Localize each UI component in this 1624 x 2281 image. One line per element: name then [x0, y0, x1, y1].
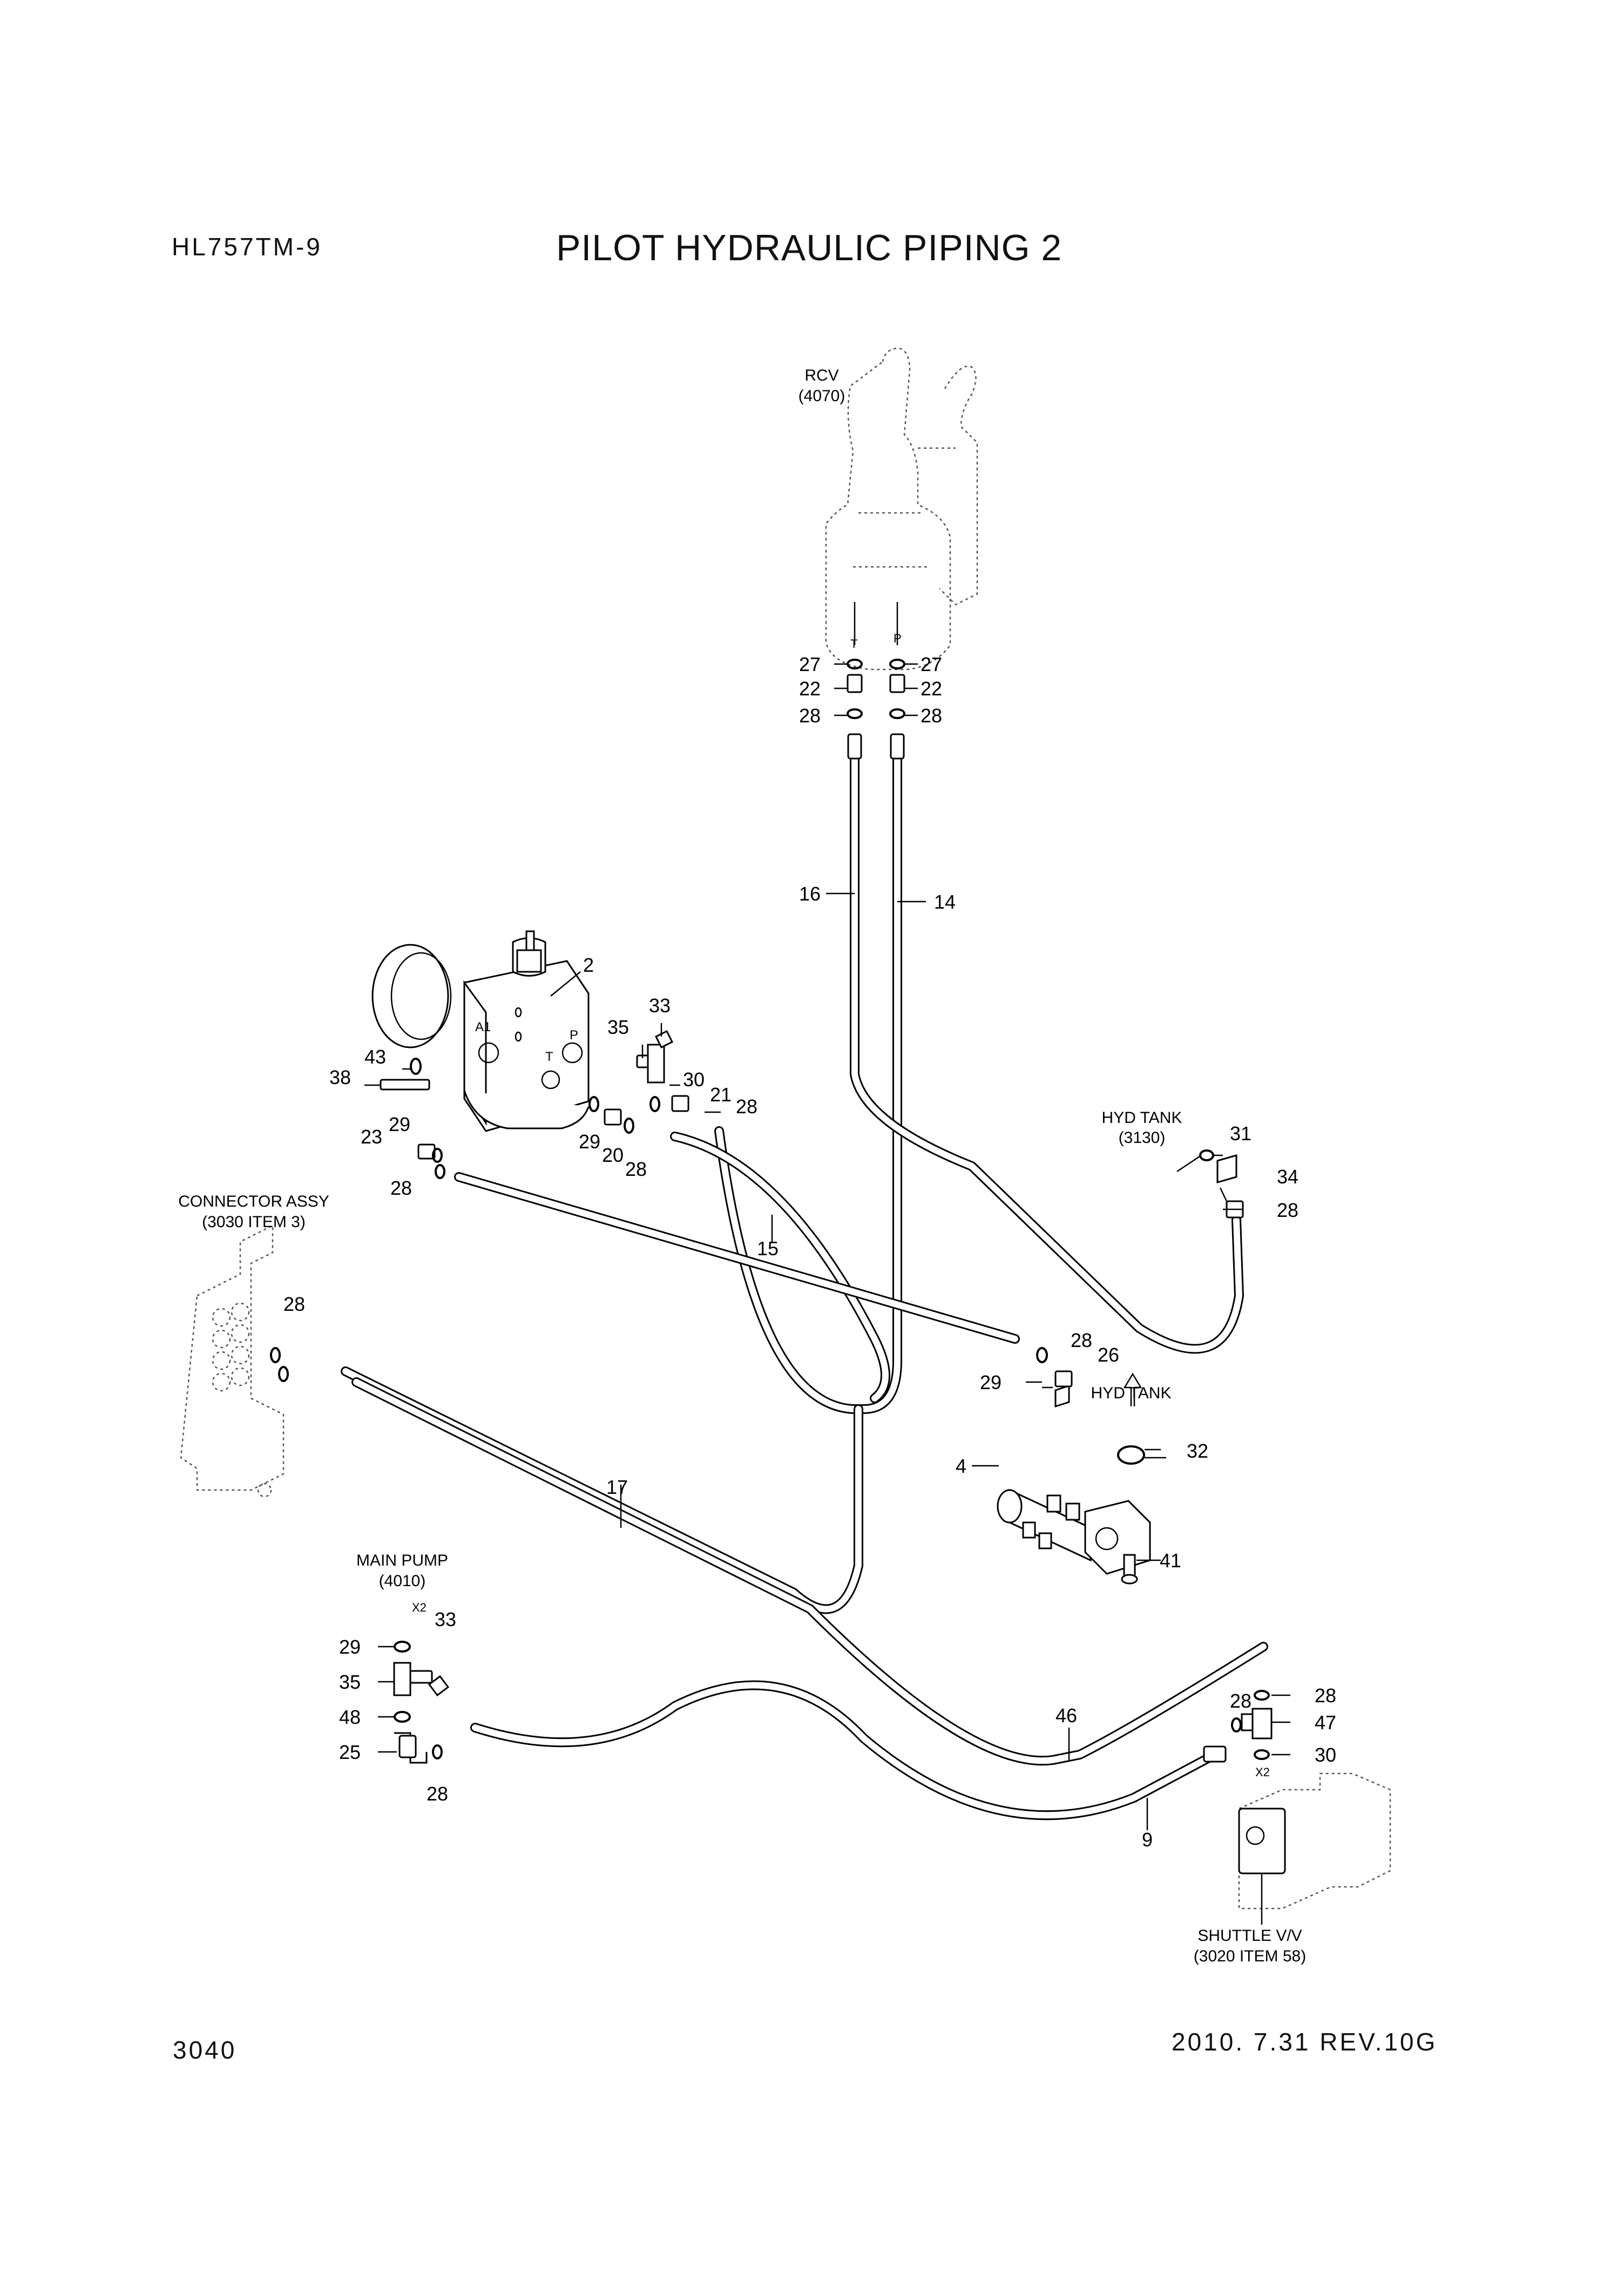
pilot-valve-block: [371, 930, 590, 1132]
callout-22-p: 22: [921, 678, 942, 700]
shuttle-valve-drawing: [1238, 1772, 1391, 1925]
connector-assy-label: CONNECTOR ASSY: [178, 1193, 329, 1210]
callout-34: 34: [1277, 1166, 1298, 1188]
rcv-label: RCV: [804, 367, 838, 384]
pump-port-x2: X2: [412, 1601, 427, 1614]
callout-23: 23: [361, 1126, 382, 1148]
callout-29-pump: 29: [339, 1636, 361, 1658]
callout-47: 47: [1315, 1711, 1336, 1734]
callout-41: 41: [1160, 1549, 1181, 1572]
hyd-tank-label: HYD TANK: [1102, 1109, 1182, 1127]
callout-31: 31: [1230, 1122, 1251, 1145]
rcv-port-t: T: [850, 637, 857, 651]
callout-4: 4: [956, 1455, 966, 1477]
callout-22-t: 22: [799, 678, 821, 700]
page-title: PILOT HYDRAULIC PIPING 2: [556, 227, 1063, 268]
callout-21: 21: [710, 1084, 732, 1106]
shuttle-label: SHUTTLE V/V: [1197, 1927, 1302, 1945]
callout-28-valve-a: 28: [736, 1095, 757, 1118]
callout-20: 20: [602, 1144, 624, 1166]
main-pump-ref: (4010): [379, 1572, 426, 1590]
tank-manifold-block: [997, 1372, 1151, 1585]
page-number: 3040: [173, 2036, 237, 2064]
valve-port-t: T: [545, 1050, 553, 1064]
callout-28-valve-c: 28: [390, 1177, 412, 1199]
callout-14: 14: [934, 891, 956, 913]
callout-numbers: 27 22 28 27 22 28 16 14 2 33 35 43 38 30…: [283, 653, 1336, 1851]
callout-15: 15: [757, 1237, 779, 1260]
callout-28-block: 28: [1071, 1329, 1092, 1351]
leader-lines: [364, 663, 1290, 1830]
callout-28-valve-b: 28: [625, 1158, 647, 1180]
revision-date: 2010. 7.31 REV.10G: [1172, 2028, 1438, 2056]
hose-9: [470, 1680, 1220, 1820]
hose-17: [341, 1366, 863, 1614]
valve-port-p: P: [570, 1028, 578, 1043]
callout-48: 48: [339, 1706, 361, 1728]
callout-28-connector: 28: [283, 1293, 305, 1315]
callout-32: 32: [1187, 1440, 1208, 1462]
fittings: [270, 659, 1273, 1764]
callout-43: 43: [364, 1046, 386, 1068]
hose-15: [454, 1132, 1020, 1403]
hyd-tank-ref: (3130): [1119, 1129, 1166, 1147]
callout-16: 16: [799, 883, 821, 905]
callout-28-shuttle-left: 28: [1230, 1690, 1251, 1712]
hyd-tank-block-label: HYD TANK: [1091, 1384, 1172, 1402]
hose-14: [714, 743, 902, 1414]
callout-28-tank: 28: [1277, 1199, 1298, 1221]
connector-assy-drawing: [180, 1224, 285, 1498]
callout-35-pump: 35: [339, 1671, 361, 1693]
port-labels: T P A1 P T X2 X2: [412, 632, 1270, 1779]
callout-29-valve-mid: 29: [579, 1131, 600, 1153]
rcv-joystick-drawing: [825, 347, 978, 671]
shuttle-ref: (3020 ITEM 58): [1194, 1947, 1306, 1965]
callout-29-valve-left: 29: [389, 1113, 410, 1135]
destination-labels: RCV (4070) HYD TANK (3130) HYD TANK CONN…: [178, 367, 1306, 1965]
callout-28-t: 28: [799, 705, 821, 727]
callout-27-p: 27: [921, 653, 942, 675]
hose-16: [850, 743, 1244, 1354]
callout-35-valve: 35: [607, 1016, 629, 1038]
callout-25: 25: [339, 1741, 361, 1763]
callout-33-pump: 33: [435, 1608, 456, 1630]
hose-46: [351, 1377, 1268, 1766]
rcv-ref: (4070): [799, 387, 845, 405]
callout-30-valve: 30: [683, 1068, 705, 1091]
callout-29-block: 29: [980, 1371, 1002, 1393]
callout-28-p: 28: [921, 705, 942, 727]
callout-28-pump: 28: [427, 1783, 448, 1805]
callout-9: 9: [1142, 1829, 1153, 1851]
callout-46: 46: [1055, 1704, 1077, 1727]
callout-17: 17: [606, 1476, 628, 1498]
rcv-port-p: P: [894, 632, 902, 645]
valve-port-a1: A1: [475, 1020, 491, 1034]
callout-38: 38: [329, 1066, 351, 1088]
shuttle-port-x2: X2: [1255, 1765, 1270, 1779]
callout-2: 2: [583, 954, 594, 976]
callout-28-shuttle-top: 28: [1315, 1684, 1336, 1707]
model-number: HL757TM-9: [172, 233, 322, 261]
callout-33-valve: 33: [649, 994, 671, 1017]
callout-27-t: 27: [799, 653, 821, 675]
callout-30-shuttle: 30: [1315, 1744, 1336, 1766]
main-pump-label: MAIN PUMP: [356, 1552, 448, 1569]
connector-assy-ref: (3030 ITEM 3): [202, 1213, 306, 1231]
callout-26: 26: [1098, 1344, 1119, 1366]
